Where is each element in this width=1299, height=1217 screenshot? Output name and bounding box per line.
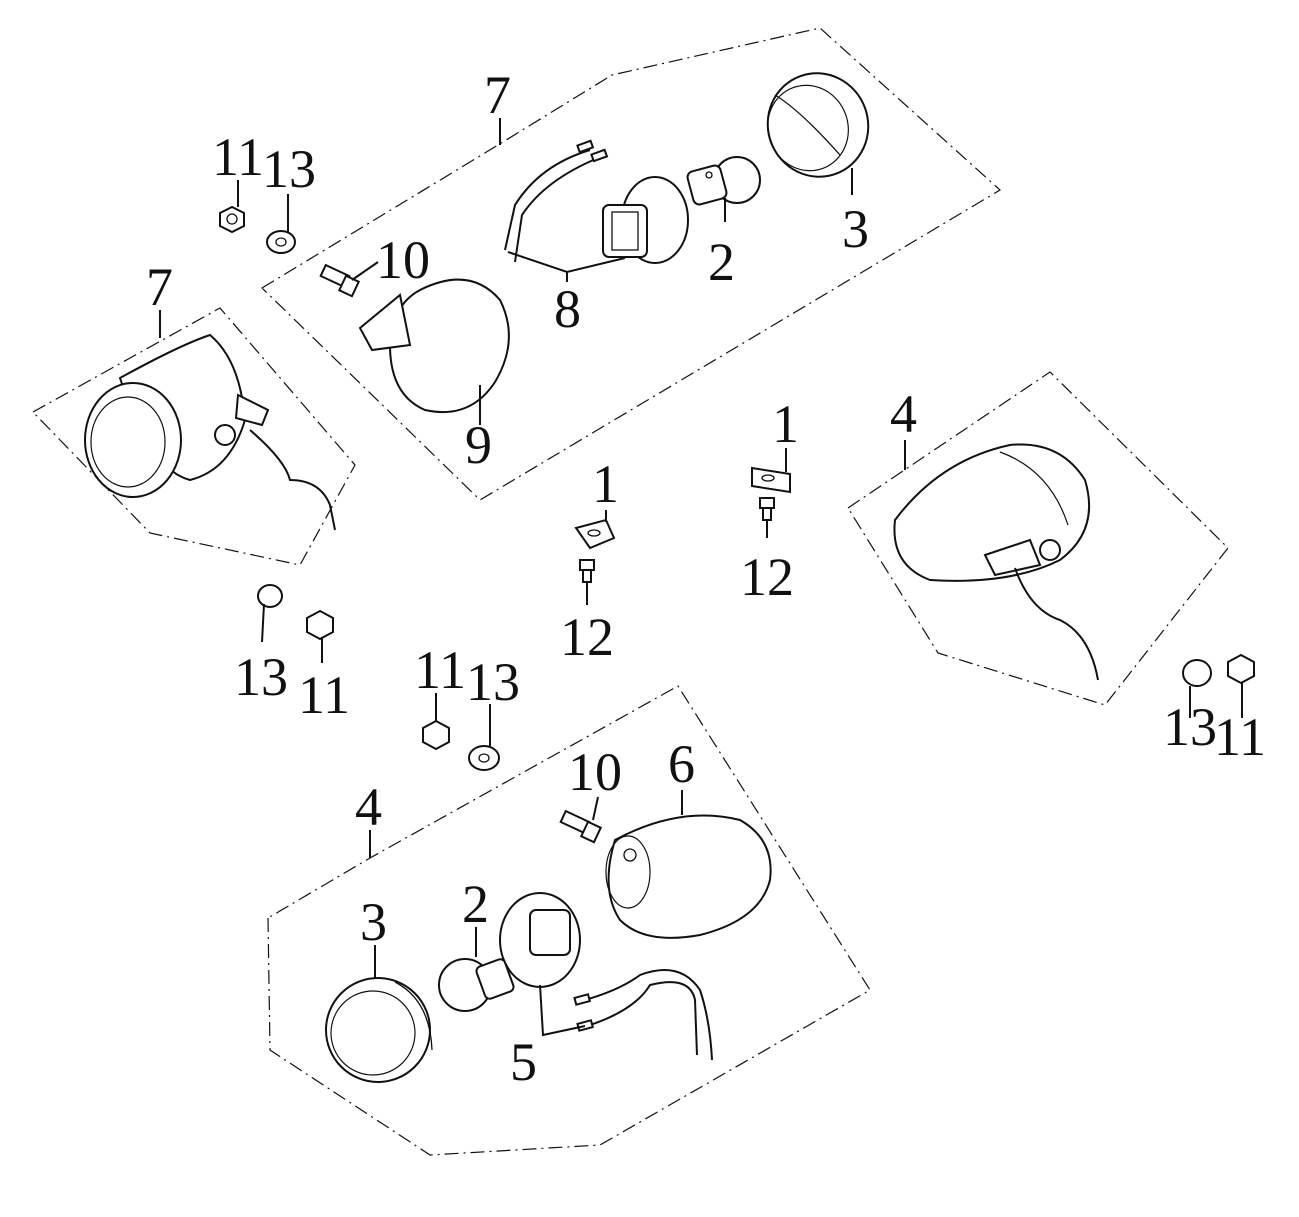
socket-part <box>602 176 689 264</box>
callout-assy-top: 7 <box>484 65 511 125</box>
group-outline-bottom <box>267 685 871 1156</box>
bracket-part <box>751 466 791 494</box>
group-outline-left <box>32 307 356 566</box>
washer-part <box>468 745 500 771</box>
callout-rim-bottom: 3 <box>360 892 387 952</box>
callout-socket-top: 8 <box>554 279 581 339</box>
callout-bolt-bottom: 10 <box>568 742 622 802</box>
washer-part <box>1182 659 1212 687</box>
lens-part <box>605 814 772 939</box>
right-lamp-part <box>893 443 1099 681</box>
bulb-part <box>686 156 761 206</box>
bolt-part <box>319 263 361 298</box>
callout-washer-bottom: 13 <box>466 652 520 712</box>
callout-bracket-mid-left: 1 <box>592 454 619 514</box>
nut-part <box>306 609 334 641</box>
callout-rim-top: 3 <box>842 199 869 259</box>
group-outline-right <box>847 371 1229 706</box>
bolt-part <box>559 809 603 844</box>
callout-socket-bottom: 5 <box>510 1032 537 1092</box>
rim-part <box>766 72 870 178</box>
callout-bolt-top: 10 <box>376 230 430 290</box>
bulb-part <box>438 958 515 1012</box>
wire-part <box>573 969 713 1061</box>
nut-part <box>219 205 245 234</box>
callout-washer-right: 13 <box>1163 697 1217 757</box>
callout-screw-mid-left: 12 <box>560 607 614 667</box>
callout-nut-right: 11 <box>1214 707 1266 767</box>
bracket-part <box>574 518 616 550</box>
callout-bulb-top: 2 <box>708 232 735 292</box>
screw-part <box>759 497 775 521</box>
left-lamp-part <box>84 333 336 531</box>
screw-part <box>579 559 595 583</box>
lens-part <box>358 278 510 414</box>
callout-bulb-bottom: 2 <box>462 874 489 934</box>
callout-bracket-mid-right: 1 <box>772 394 799 454</box>
callout-assy-left: 7 <box>146 257 173 317</box>
wire-part <box>504 139 609 263</box>
callout-washer-top: 13 <box>262 139 316 199</box>
callout-screw-mid-right: 12 <box>740 547 794 607</box>
callout-washer-left: 13 <box>234 647 288 707</box>
rim-part <box>325 977 433 1083</box>
callout-nut-left: 11 <box>298 665 350 725</box>
socket-part <box>499 892 581 988</box>
nut-part <box>422 719 450 751</box>
callout-lens-bottom: 6 <box>668 734 695 794</box>
washer-part <box>266 230 296 254</box>
nut-part <box>1227 653 1255 685</box>
callout-nut-top: 11 <box>212 127 264 187</box>
callout-assy-bottom: 4 <box>355 777 382 837</box>
washer-part <box>257 584 283 608</box>
callout-nut-bottom: 11 <box>414 640 466 700</box>
callout-assy-right: 4 <box>890 384 917 444</box>
callout-lens-top: 9 <box>465 415 492 475</box>
leader-lines <box>159 118 1243 1037</box>
